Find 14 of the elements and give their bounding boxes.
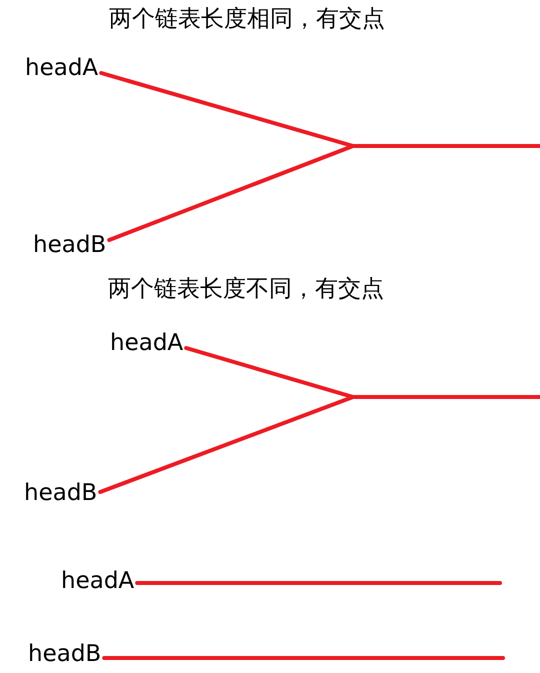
list-line: [184, 346, 540, 399]
pointer-label: headB: [33, 232, 106, 259]
list-line: [98, 395, 355, 494]
pointer-label: headB: [28, 641, 102, 668]
list-line: [135, 581, 502, 585]
pointer-label: headA: [25, 55, 98, 82]
pointer-label: headA: [61, 568, 134, 595]
pointer-label: headB: [24, 480, 98, 507]
pointer-label: headA: [110, 330, 184, 357]
list-line: [107, 144, 355, 242]
list-line: [99, 71, 540, 148]
section-heading: 两个链表长度相同，有交点: [109, 6, 385, 33]
list-line: [102, 656, 505, 660]
section-heading: 两个链表长度不同，有交点: [108, 276, 384, 303]
